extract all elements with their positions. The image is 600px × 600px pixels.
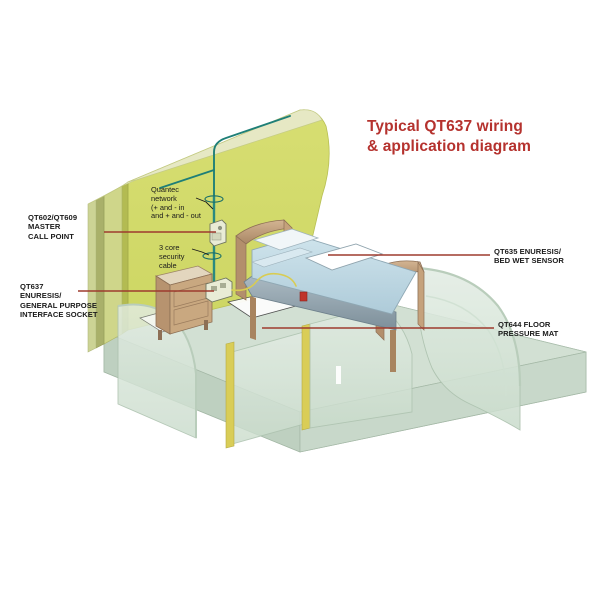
callout-line: cable bbox=[159, 260, 177, 270]
callout-line: MASTER bbox=[28, 222, 61, 232]
callout-line: INTERFACE SOCKET bbox=[20, 310, 98, 320]
callout-line: BED WET SENSOR bbox=[494, 256, 564, 266]
page-title: Typical QT637 wiring & application diagr… bbox=[367, 117, 531, 157]
callout-line: (+ and - in bbox=[151, 202, 185, 212]
right-partition bbox=[417, 266, 522, 431]
title-line-2: & application diagram bbox=[367, 138, 532, 155]
callout-line: 3 core bbox=[159, 243, 180, 252]
callout-line: PRESSURE MAT bbox=[498, 329, 559, 339]
callout-line: QT637 bbox=[20, 282, 44, 291]
master-call-point-device bbox=[209, 219, 227, 247]
callout-bed-wet-sensor: QT635 ENURESIS/ BED WET SENSOR bbox=[494, 247, 564, 266]
security-cable bbox=[231, 272, 297, 292]
leader-lines bbox=[78, 231, 494, 329]
callout-line: QT602/QT609 bbox=[28, 213, 78, 222]
callout-line: network bbox=[151, 193, 177, 203]
callout-line: QT635 ENURESIS/ bbox=[494, 247, 562, 256]
callout-line: ENURESIS/ bbox=[20, 291, 62, 301]
callout-interface-socket: QT637 ENURESIS/ GENERAL PURPOSE INTERFAC… bbox=[20, 282, 98, 320]
leader-security-cable bbox=[191, 248, 210, 256]
bed bbox=[235, 219, 425, 372]
leader-quantec-network bbox=[195, 197, 214, 210]
callout-master-call-point: QT602/QT609 MASTER CALL POINT bbox=[28, 213, 77, 241]
left-wall-return bbox=[87, 179, 137, 353]
callout-security-cable: 3 core security cable bbox=[159, 243, 185, 270]
callout-line: and + and - out bbox=[151, 211, 201, 221]
callout-line: CALL POINT bbox=[28, 231, 74, 241]
title-line-1: Typical QT637 wiring bbox=[367, 118, 523, 135]
callout-line: GENERAL PURPOSE bbox=[20, 300, 97, 310]
callout-line: security bbox=[159, 251, 185, 261]
cable-grommet-lower bbox=[202, 252, 222, 260]
quantec-network-cable bbox=[159, 115, 291, 199]
callout-line: Quantec bbox=[151, 185, 179, 194]
callout-quantec-network: Quantec network (+ and - in and + and - … bbox=[151, 185, 201, 221]
cable-grommet-upper bbox=[204, 195, 224, 203]
front-partitions bbox=[117, 303, 413, 449]
bedside-cabinet bbox=[154, 265, 214, 340]
callout-line: QT644 FLOOR bbox=[498, 320, 551, 329]
interface-socket-device bbox=[205, 277, 233, 303]
inner-leader-lines bbox=[191, 197, 214, 256]
callout-floor-pressure-mat: QT644 FLOOR PRESSURE MAT bbox=[498, 320, 558, 339]
